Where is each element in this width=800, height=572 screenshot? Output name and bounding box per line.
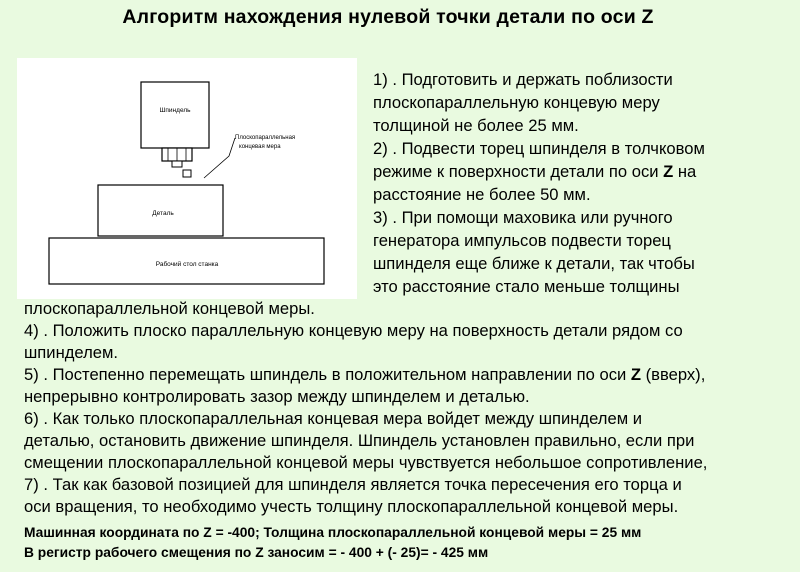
spindle-label: Шпиндель (159, 107, 191, 114)
step-3-line-1: 3) . При помощи маховика или ручного (373, 208, 673, 227)
leader-line (203, 137, 236, 179)
step-2-line-3: расстояние не более 50 мм. (373, 185, 591, 204)
step-2-line-2: режиме к поверхности детали по оси Z на (373, 162, 697, 181)
part-shape (97, 184, 224, 237)
part-label: Деталь (152, 210, 174, 217)
step-1-line-2: плоскопараллельную концевую меру (373, 93, 660, 112)
step-1-line-3: толщиной не более 25 мм. (373, 116, 579, 135)
gauge-label-line2: концевая мера (239, 144, 281, 150)
machine-coordinate-note: Машинная координата по Z = -400; Толщина… (24, 525, 642, 540)
step-1-line-1: 1) . Подготовить и держать поблизости (373, 70, 673, 89)
step-4-line-1: 4) . Положить плоско параллельную концев… (24, 321, 683, 340)
tool-tip (171, 160, 183, 168)
step-7-line-2: оси вращения, то необходимо учесть толщи… (24, 497, 679, 516)
gauge-label-line1: Плоскопараллельная (235, 135, 295, 141)
machine-table-shape (48, 237, 325, 285)
step-4-line-2: шпинделем. (24, 343, 119, 362)
step-3-line-2: генератора импульсов подвести торец (373, 231, 671, 250)
step-6-line-2: деталью, остановить движение шпинделя. Ш… (24, 431, 695, 450)
step-3-line-3: шпинделя еще ближе к детали, так чтобы (373, 254, 695, 273)
gauge-block-shape (182, 169, 192, 178)
step-6-line-1: 6) . Как только плоскопараллельная конце… (24, 409, 642, 428)
setup-diagram: Шпиндель Плоскопараллельная концевая мер… (17, 58, 357, 299)
page-title: Алгоритм нахождения нулевой точки детали… (122, 6, 654, 28)
diagram-svg: Шпиндель Плоскопараллельная концевая мер… (48, 81, 325, 285)
step-5-line-2: непрерывно контролировать зазор между шп… (24, 387, 530, 406)
step-2-line-1: 2) . Подвести торец шпинделя в толчковом (373, 139, 705, 158)
spindle-shape (140, 81, 210, 149)
table-label: Рабочий стол станка (156, 260, 219, 268)
work-offset-note: В регистр рабочего смещения по Z заносим… (24, 545, 489, 560)
step-3-line-4: это расстояние стало меньше толщины (373, 277, 680, 296)
step-3-line-5: плоскопараллельной концевой меры. (24, 299, 315, 318)
step-5-line-1: 5) . Постепенно перемещать шпиндель в по… (24, 365, 706, 384)
step-7-line-1: 7) . Так как базовой позицией для шпинде… (24, 475, 682, 494)
step-6-line-3: смещении плоскопараллельной концевой мер… (24, 453, 708, 472)
